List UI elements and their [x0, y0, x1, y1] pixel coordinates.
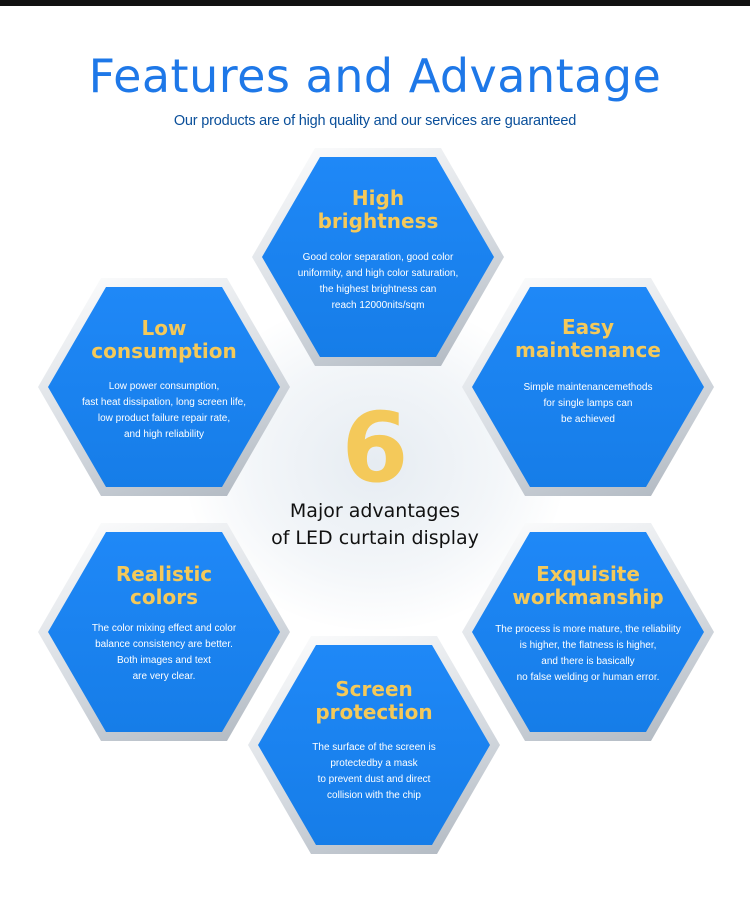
desc-line: protectedby a mask [330, 758, 418, 769]
hex-title-line: colors [130, 585, 198, 609]
center-heading-line-1: Major advantages [289, 500, 461, 522]
hex-title-line: High [351, 186, 405, 210]
desc-line: is higher, the flatness is higher, [519, 640, 657, 651]
desc-line: The color mixing effect and color [91, 623, 237, 634]
page-title: Features and Advantage [88, 49, 662, 103]
desc-line: to prevent dust and direct [317, 774, 431, 785]
desc-line: be achieved [561, 414, 615, 425]
desc-line: fast heat dissipation, long screen life, [82, 397, 246, 408]
hex-description: Good color separation, good color unifor… [272, 250, 484, 314]
hex-high-brightness-face: High brightness Good color separation, g… [262, 157, 494, 357]
hex-exquisite-workmanship-face: Exquisite workmanship The process is mor… [472, 532, 704, 732]
hex-title: Easy maintenance [472, 316, 704, 362]
desc-line: and there is basically [541, 656, 635, 667]
hex-title-line: workmanship [512, 585, 664, 609]
desc-line: uniformity, and high color saturation, [297, 268, 459, 279]
hex-title: Exquisite workmanship [472, 563, 704, 609]
hex-title-line: brightness [317, 209, 439, 233]
hex-low-consumption-face: Low consumption Low power consumption, f… [48, 287, 280, 487]
hex-realistic-colors-face: Realistic colors The color mixing effect… [48, 532, 280, 732]
desc-line: Good color separation, good color [302, 252, 454, 263]
hex-title-line: maintenance [515, 338, 661, 362]
desc-line: collision with the chip [327, 790, 421, 801]
center-heading-line-2: of LED curtain display [271, 527, 479, 549]
hex-title: High brightness [262, 187, 494, 233]
desc-line: and high reliability [123, 429, 205, 440]
desc-line: reach 12000nits/sqm [331, 300, 425, 311]
desc-line: Both images and text [117, 655, 211, 666]
top-bar [0, 0, 750, 6]
hex-description: The process is more mature, the reliabil… [474, 622, 702, 686]
desc-line: are very clear. [132, 671, 196, 682]
hex-title-line: Low [141, 316, 187, 340]
hex-description: Simple maintenancemethods for single lam… [482, 380, 694, 428]
page-subtitle: Our products are of high quality and our… [173, 113, 577, 129]
desc-line: The process is more mature, the reliabil… [495, 624, 681, 635]
hex-title: Low consumption [48, 317, 280, 363]
desc-line: no false welding or human error. [516, 672, 660, 683]
hex-description: The color mixing effect and color balanc… [58, 621, 270, 685]
hex-easy-maintenance-face: Easy maintenance Simple maintenancemetho… [472, 287, 704, 487]
desc-line: Simple maintenancemethods [523, 382, 653, 393]
hex-title: Screen protection [258, 678, 490, 724]
hex-screen-protection-face: Screen protection The surface of the scr… [258, 645, 490, 845]
hex-screen-protection: Screen protection The surface of the scr… [248, 636, 500, 854]
hex-description: The surface of the screen is protectedby… [268, 740, 480, 804]
hex-title-line: protection [315, 700, 433, 724]
desc-line: low product failure repair rate, [97, 413, 231, 424]
hex-title-line: consumption [91, 339, 237, 363]
advantages-count: 6 [341, 392, 409, 504]
desc-line: the highest brightness can [319, 284, 437, 295]
hex-title: Realistic colors [48, 563, 280, 609]
hex-title-line: Screen [335, 677, 413, 701]
hex-title-line: Exquisite [536, 562, 640, 586]
desc-line: for single lamps can [543, 398, 633, 409]
hex-title-line: Easy [561, 315, 615, 339]
hex-description: Low power consumption, fast heat dissipa… [58, 379, 270, 443]
desc-line: The surface of the screen is [312, 742, 436, 753]
hex-low-consumption: Low consumption Low power consumption, f… [38, 278, 290, 496]
hex-title-line: Realistic [115, 562, 213, 586]
hex-easy-maintenance: Easy maintenance Simple maintenancemetho… [462, 278, 714, 496]
desc-line: Low power consumption, [108, 381, 220, 392]
desc-line: balance consistency are better. [95, 639, 233, 650]
